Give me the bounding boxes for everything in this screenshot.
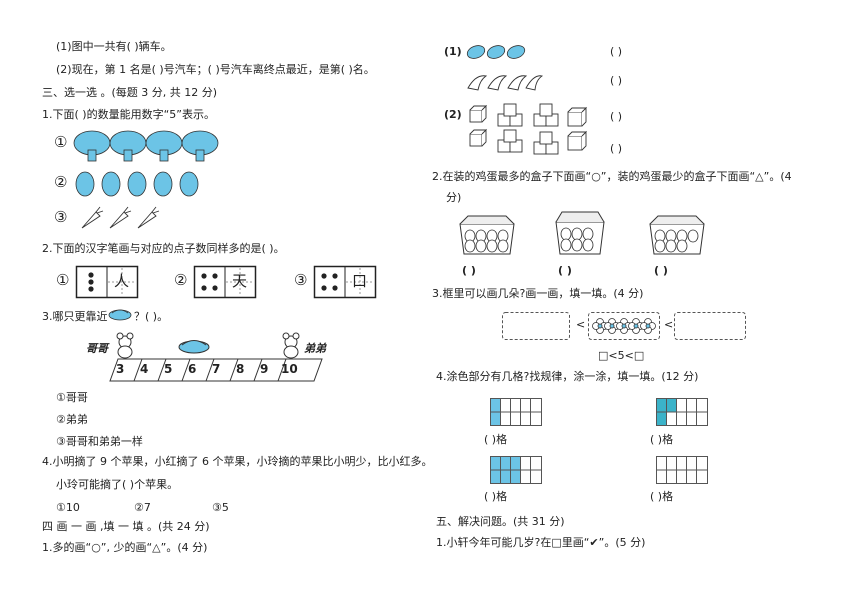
bananas-icon bbox=[467, 75, 544, 91]
question-3: 3.哪只更靠近 bbox=[42, 310, 108, 323]
question-3-tail: ？( )。 bbox=[134, 310, 169, 323]
egg-box-3-answer: ( ) bbox=[654, 264, 668, 277]
egg-box-2-answer: ( ) bbox=[558, 264, 572, 277]
section-5-title: 五、解决问题。(共 31 分) bbox=[436, 515, 565, 528]
track-num: 10 bbox=[281, 362, 298, 376]
q3-option-3: ③哥哥和弟弟一样 bbox=[56, 435, 143, 448]
q2-egg-boxes-line-2: 分) bbox=[446, 191, 462, 204]
less-than-sign-1: < bbox=[576, 318, 586, 331]
less-than-sign-2: < bbox=[664, 318, 674, 331]
number-track bbox=[109, 358, 323, 382]
q2-char-3: 口 bbox=[352, 272, 368, 290]
q4-option-1: ①10 bbox=[56, 501, 80, 514]
question-2: 2.下面的汉字笔画与对应的点子数同样多的是( )。 bbox=[42, 242, 285, 255]
cake-on-track-icon bbox=[178, 340, 210, 354]
flowers-box bbox=[588, 312, 660, 340]
eggs-illustration bbox=[75, 171, 199, 197]
q2-option-1-marker: ① bbox=[56, 271, 70, 289]
grid-1-answer: ( )格 bbox=[484, 433, 508, 446]
part-2-label: (2) bbox=[444, 108, 462, 121]
section-4-title: 四 画 一 画 ,填 一 填 。(共 24 分) bbox=[42, 520, 210, 533]
q2-char-1: 人 bbox=[114, 272, 130, 290]
grid-4-answer: ( )格 bbox=[650, 490, 674, 503]
part-1-label: (1) bbox=[444, 45, 462, 58]
track-num: 4 bbox=[140, 362, 149, 376]
q2-char-2: 天 bbox=[232, 272, 248, 290]
egg-box-1 bbox=[459, 215, 515, 255]
q2-card-1 bbox=[75, 265, 139, 299]
egg-box-2 bbox=[555, 211, 605, 255]
right-dashed-box bbox=[674, 312, 746, 340]
question-4-line-2: 小玲可能摘了( )个苹果。 bbox=[56, 478, 179, 491]
younger-label: 弟弟 bbox=[304, 342, 326, 355]
cake-icon bbox=[108, 309, 132, 321]
grid-3-answer: ( )格 bbox=[484, 490, 508, 503]
answer-paren: ( ) bbox=[610, 142, 623, 155]
egg-box-1-answer: ( ) bbox=[462, 264, 476, 277]
question-1: 1.下面( )的数量能用数字“5”表示。 bbox=[42, 108, 215, 121]
track-num: 8 bbox=[236, 362, 245, 376]
track-num: 7 bbox=[212, 362, 221, 376]
carrots-illustration bbox=[81, 206, 160, 229]
cubes-illustration bbox=[469, 103, 588, 155]
answer-paren: ( ) bbox=[610, 110, 623, 123]
q4-option-3: ③5 bbox=[212, 501, 229, 514]
section-5-question-1: 1.小轩今年可能几岁?在□里画“✔”。(5 分) bbox=[436, 536, 646, 549]
grid-3 bbox=[490, 456, 542, 484]
track-num: 9 bbox=[260, 362, 269, 376]
egg-box-3 bbox=[649, 215, 705, 255]
q-cars-rank: (2)现在，第 1 名是( )号汽车；( )号汽车离终点最近，是第( )名。 bbox=[56, 63, 375, 76]
grid-2-answer: ( )格 bbox=[650, 433, 674, 446]
eggplants-icon bbox=[466, 45, 526, 59]
q2-option-2-marker: ② bbox=[174, 271, 188, 289]
q1-option-1-marker: ① bbox=[54, 133, 68, 151]
q3-option-1: ①哥哥 bbox=[56, 391, 88, 404]
q2-card-3 bbox=[313, 265, 377, 299]
q2-card-2 bbox=[193, 265, 257, 299]
section-4-question-1: 1.多的画“○”, 少的画“△”。(4 分) bbox=[42, 541, 208, 554]
mouse-brother-icon bbox=[116, 332, 134, 359]
track-num: 6 bbox=[188, 362, 197, 376]
q1-option-3-marker: ③ bbox=[54, 208, 68, 226]
q4-option-2: ②7 bbox=[134, 501, 151, 514]
q2-egg-boxes-line-1: 2.在装的鸡蛋最多的盒子下面画“○”，装的鸡蛋最少的盒子下面画“△”。(4 bbox=[432, 170, 792, 183]
left-dashed-box bbox=[502, 312, 570, 340]
grid-2 bbox=[656, 398, 708, 426]
track-num: 3 bbox=[116, 362, 125, 376]
answer-paren: ( ) bbox=[610, 74, 623, 87]
question-4-line-1: 4.小明摘了 9 个苹果，小红摘了 6 个苹果，小玲摘的苹果比小明少，比小红多。 bbox=[42, 455, 433, 468]
answer-paren: ( ) bbox=[610, 45, 623, 58]
grid-1 bbox=[490, 398, 542, 426]
q1-option-2-marker: ② bbox=[54, 173, 68, 191]
q-cars-count: (1)图中一共有( )辆车。 bbox=[56, 40, 172, 53]
q3-flowers: 3.框里可以画几朵?画一画，填一填。(4 分) bbox=[432, 287, 644, 300]
grid-4 bbox=[656, 456, 708, 484]
q2-option-3-marker: ③ bbox=[294, 271, 308, 289]
section-3-title: 三、选一选 。(每题 3 分, 共 12 分) bbox=[42, 86, 218, 99]
inequality-formula: □<5<□ bbox=[598, 349, 645, 362]
q3-option-2: ②弟弟 bbox=[56, 413, 88, 426]
track-num: 5 bbox=[164, 362, 173, 376]
q4-shaded-cells: 4.涂色部分有几格?找规律，涂一涂，填一填。(12 分) bbox=[436, 370, 699, 383]
brother-label: 哥哥 bbox=[86, 342, 108, 355]
mouse-younger-icon bbox=[282, 332, 300, 359]
trees-illustration bbox=[73, 130, 219, 162]
